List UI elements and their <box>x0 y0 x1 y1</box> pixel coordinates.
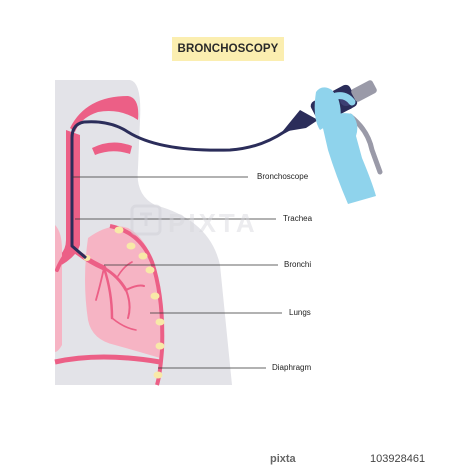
bronchoscope-tube <box>70 118 307 260</box>
title-box: BRONCHOSCOPY <box>172 37 284 61</box>
label-trachea: Trachea <box>283 214 313 223</box>
label-bronchoscope: Bronchoscope <box>257 172 309 181</box>
lymph-nodes <box>83 226 165 379</box>
left-lung <box>55 225 62 352</box>
nasal-cavity <box>70 96 139 132</box>
label-lungs: Lungs <box>289 308 311 317</box>
bronchi-tree <box>55 247 145 331</box>
label-pointers <box>72 176 282 369</box>
watermark-text: PIXTA <box>168 208 258 238</box>
stock-footer: pixta 103928461 <box>0 449 450 469</box>
watermark: PIXTA <box>130 204 258 238</box>
footer-brand: pixta <box>270 453 296 465</box>
gloved-hand <box>314 87 376 204</box>
page-title: BRONCHOSCOPY <box>177 43 279 55</box>
trachea-wall <box>56 130 80 268</box>
diaphragm <box>54 354 161 365</box>
label-diaphragm: Diaphragm <box>272 363 312 372</box>
mouth-cavity <box>92 142 132 155</box>
footer-stock-id: 103928461 <box>370 453 426 465</box>
label-bronchi: Bronchi <box>284 260 312 269</box>
pleura-outline <box>109 224 165 386</box>
